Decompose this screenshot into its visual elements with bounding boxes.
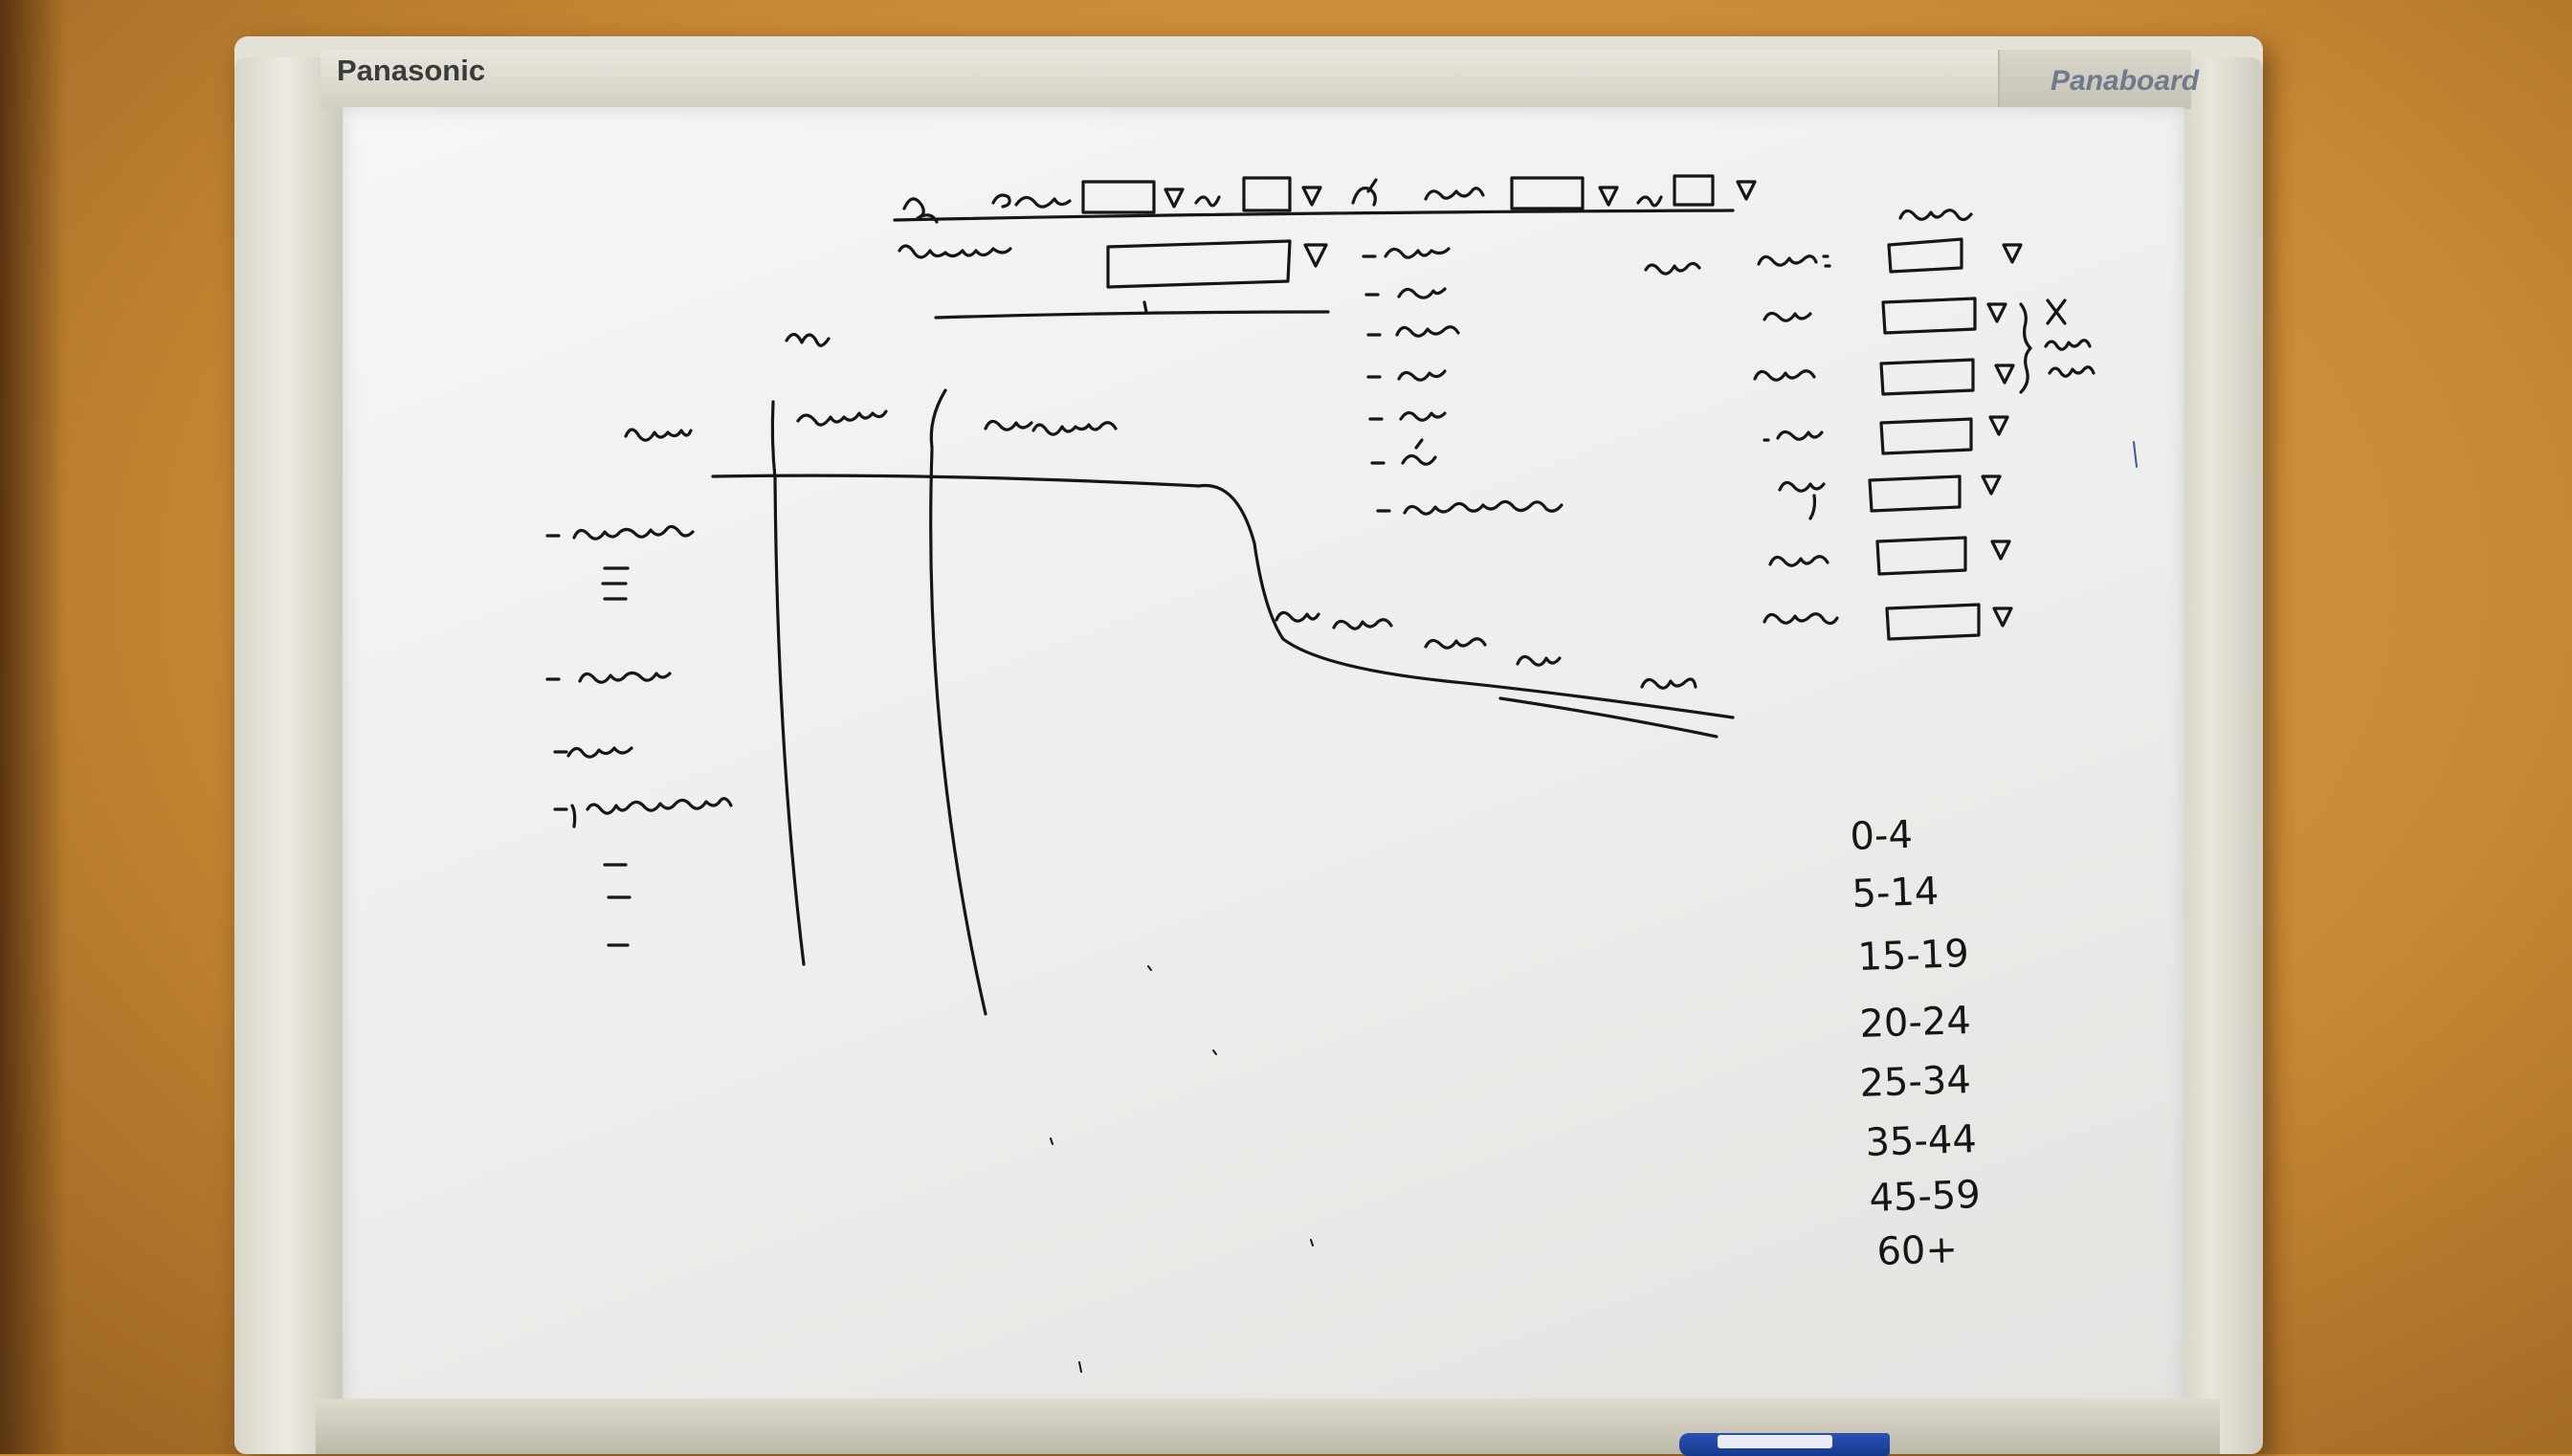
frame-top-bar-right [1998,50,2191,109]
table-sketch [624,332,1735,1016]
display-by-row [898,239,1330,320]
year-box [1242,176,1292,212]
filter-box-6 [1875,536,1967,576]
display-options-list [1362,247,1563,516]
age-group-label: 20-24 [1859,999,1972,1047]
age-group-label: 0-4 [1850,813,1914,859]
marker-label [1718,1435,1832,1448]
age-group-label: 35-44 [1865,1117,1978,1165]
age-group-label: 60+ [1876,1227,1959,1274]
age-group-label: 25-34 [1859,1058,1972,1106]
age-group-list: 0-4 5-14 15-19 20-24 25-34 35-44 45-59 6… [1850,813,1982,1274]
curve-annotation [1275,610,1697,690]
month-box [1081,180,1156,214]
age-group-label: 45-59 [1869,1173,1982,1221]
filter-box-5 [1868,474,1962,513]
frame-top-bar [321,50,2186,109]
date-filter-row [893,174,1757,224]
marker-tray [316,1399,2220,1454]
end-month-box [1510,176,1585,210]
right-filter-column [1644,209,2095,641]
x-mark [2046,298,2067,325]
filter-box-4 [1879,417,1973,455]
filter-box-2 [1881,297,1977,335]
filter-box-3 [1879,358,1975,396]
brand-logo-left: Panasonic [337,54,486,87]
wall-shadow [0,0,67,1454]
end-year-box [1673,174,1715,207]
brand-logo-right: Panaboard [2051,65,2200,97]
filter-box-7 [1885,603,1981,641]
age-group-label: 15-19 [1857,932,1970,980]
filter-box-1 [1887,237,1963,274]
whiteboard-surface [343,107,2184,1410]
row-labels [545,524,733,947]
age-group-label: 5-14 [1851,870,1940,916]
frame-left-post [234,57,349,1454]
display-by-box [1106,239,1292,289]
